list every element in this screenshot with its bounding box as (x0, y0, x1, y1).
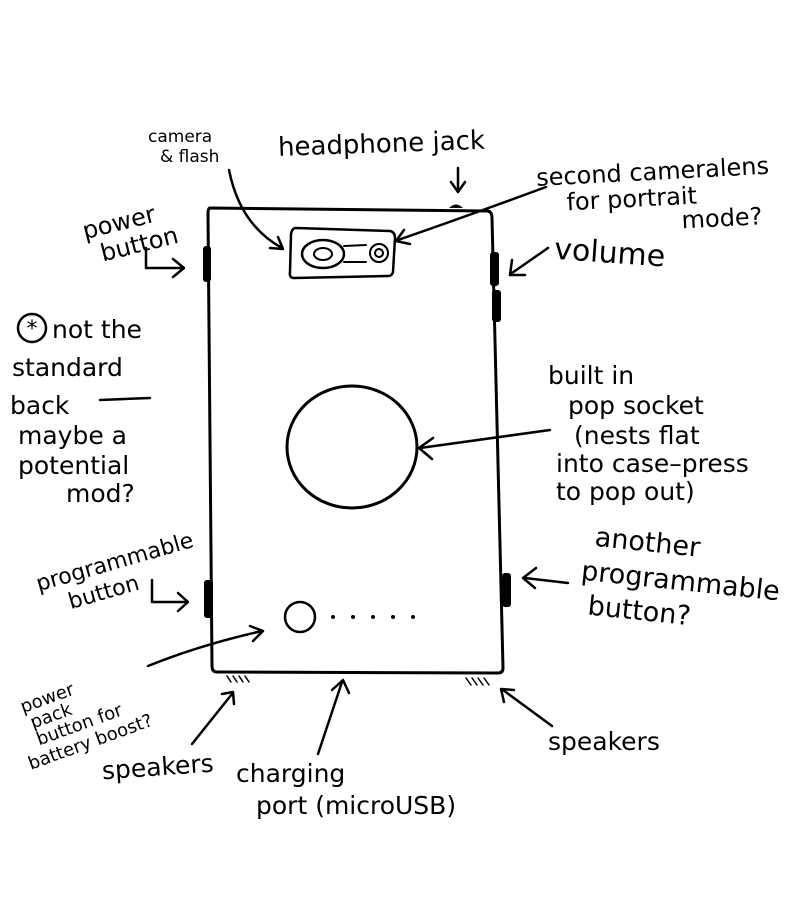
charging-port-label: charging port (microUSB) (236, 759, 456, 820)
camera-flash-label: camera & flash (148, 127, 219, 167)
pop-socket-circle (285, 384, 419, 510)
programmable-button-shape (204, 580, 213, 618)
asterisk-icon: * (16, 312, 48, 344)
speakers-right-label: speakers (548, 727, 660, 756)
pop-socket-label: built in pop socket (nests flat into cas… (548, 361, 757, 506)
headphone-jack-port (449, 204, 463, 208)
camera-module (288, 226, 397, 280)
speaker-grille-left (226, 675, 250, 683)
another-programmable-button-shape (502, 573, 511, 607)
speaker-grille-right (465, 677, 490, 686)
not-standard-back-label: not the standard back maybe a potential … (10, 315, 150, 508)
second-camera-label: second cameralens for portrait mode? (535, 151, 779, 241)
headphone-jack-label: headphone jack (278, 126, 486, 163)
another-programmable-label: another programmable button? (576, 521, 793, 642)
svg-text:*: * (27, 317, 38, 342)
power-button-shape (203, 246, 211, 282)
power-button-label: power button (80, 196, 182, 270)
volume-down-shape (492, 290, 501, 322)
volume-up-shape (490, 252, 499, 286)
camera-lens-second (369, 243, 389, 263)
volume-label: volume (553, 232, 666, 275)
annotation-arrows (98, 166, 570, 756)
phone-body (206, 206, 505, 675)
power-pack-button-shape (283, 600, 317, 634)
programmable-button-label: programmable button (33, 526, 210, 622)
camera-lens-main (300, 238, 346, 270)
indicator-dots (331, 615, 415, 619)
speakers-left-label: speakers (101, 749, 215, 786)
